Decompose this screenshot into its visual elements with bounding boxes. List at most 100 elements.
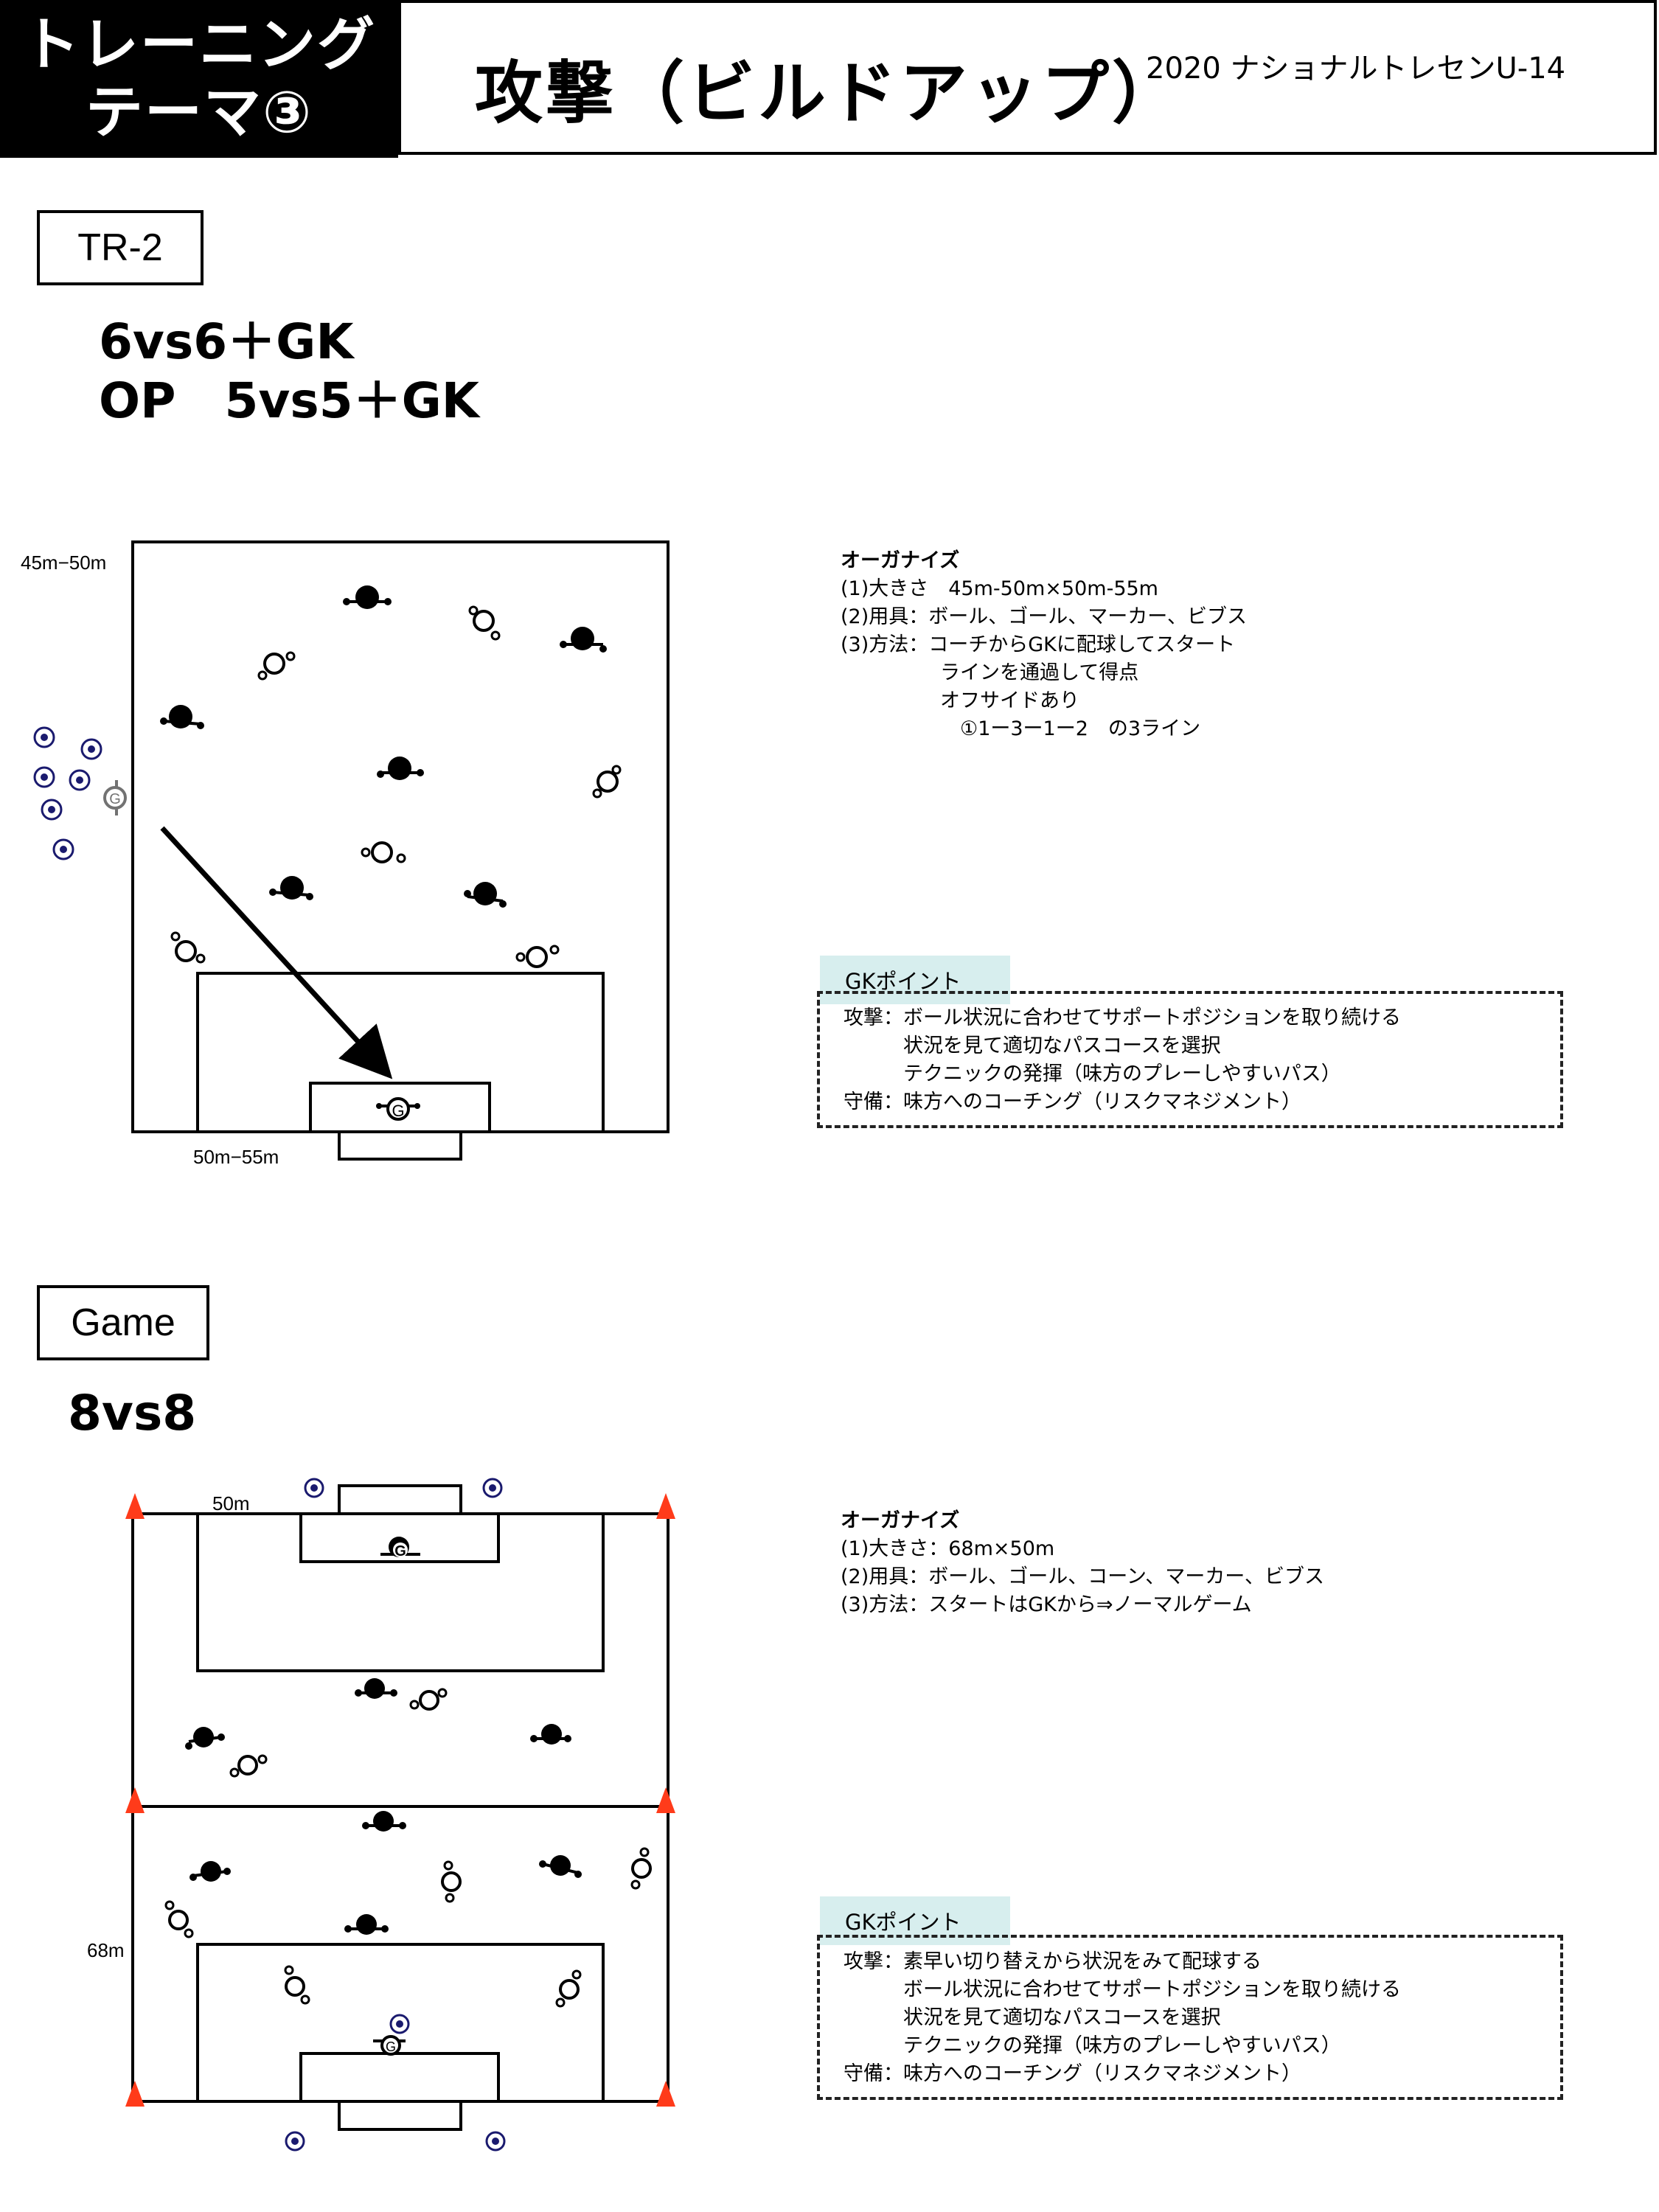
game-heading: 8vs8 <box>68 1385 197 1441</box>
tr2-dark-player <box>377 757 424 780</box>
game-dark-player <box>530 1724 571 1745</box>
ball-icon <box>485 2131 506 2152</box>
tr2-organize-line: ①1ー3ー1ー2 の3ライン <box>841 717 1201 740</box>
tr2-light-player <box>361 841 406 863</box>
tr2-pass-arrow <box>160 826 393 1079</box>
cone-icon <box>125 1787 145 1813</box>
game-organize-line: (1)大きさ：68m×50m <box>841 1537 1055 1560</box>
game-organize-line: (3)方法：スタートはGKから⇒ノーマルゲーム <box>841 1593 1252 1616</box>
tr2-label-box: TR-2 <box>37 210 204 285</box>
game-dark-player <box>189 1861 231 1882</box>
tr2-organize-line: (1)大きさ 45m-50m×50m-55m <box>841 577 1158 600</box>
tr2-goalkeeper-marker: G <box>376 1097 420 1121</box>
page-title: 攻撃（ビルドアップ） <box>475 54 1183 133</box>
game-top-goalkeeper-marker: G <box>380 1537 420 1559</box>
game-light-player <box>284 1965 310 2005</box>
ball-icon <box>285 2131 305 2152</box>
game-gk-point-line: ボール状況に合わせてサポートポジションを取り続ける <box>844 1978 1401 2001</box>
tr2-goal <box>338 1130 462 1161</box>
game-organize-title: オーガナイズ <box>841 1509 960 1532</box>
tr2-label: TR-2 <box>77 226 163 269</box>
tr2-light-player <box>592 765 622 799</box>
game-dark-player <box>355 1678 397 1699</box>
ball-icon <box>389 2014 410 2034</box>
cone-icon <box>656 1493 675 1519</box>
game-bottom-goal <box>338 2100 462 2131</box>
title-box: 攻撃（ビルドアップ） 2020 ナショナルトレセンU-14 <box>398 0 1657 155</box>
game-top-goalkeeper-letter: G <box>394 1543 406 1559</box>
game-field-width-label: 50m <box>212 1492 250 1514</box>
tr2-gk-points-tab: GKポイント <box>820 956 1010 1004</box>
theme-line-2: テーマ③ <box>85 80 313 146</box>
tr2-field-width-label: 50m−55m <box>193 1146 279 1168</box>
game-field-length-label: 68m <box>87 1939 125 1961</box>
ball-icon <box>33 766 55 788</box>
tr2-organize-line: (2)用具：ボール、ゴール、マーカー、ビブス <box>841 605 1247 628</box>
ball-icon <box>304 1478 324 1498</box>
game-light-player <box>409 1688 448 1711</box>
theme-line-1: トレーニング <box>21 12 376 78</box>
cone-icon <box>656 2081 675 2107</box>
game-light-player <box>441 1860 462 1903</box>
tr2-light-player <box>515 945 560 968</box>
tr2-dark-player <box>160 705 204 729</box>
game-organize-line: (2)用具：ボール、ゴール、コーン、マーカー、ビブス <box>841 1565 1325 1588</box>
game-top-goal <box>338 1484 462 1515</box>
page-subtitle: 2020 ナショナルトレセンU-14 <box>1146 52 1566 86</box>
tr2-light-player <box>257 651 296 681</box>
game-gk-points-tab-label: GKポイント <box>845 1910 961 1935</box>
game-bottom-goalkeeper-letter: G <box>386 2039 396 2054</box>
tr2-light-player <box>468 605 501 641</box>
tr2-gk-point-line: 状況を見て適切なパスコースを選択 <box>844 1034 1221 1057</box>
tr2-heading-line-2: OP 5vs5＋GK <box>99 372 479 429</box>
game-bottom-goalkeeper-marker: G <box>373 2035 406 2056</box>
tr2-organize-line: ラインを通過して得点 <box>841 661 1139 684</box>
tr2-organize: オーガナイズ (1)大きさ 45m-50m×50m-55m (2)用具：ボール、… <box>841 547 1247 743</box>
tr2-coach-goalkeeper-letter: G <box>109 791 121 807</box>
tr2-dark-player <box>464 882 507 908</box>
ball-icon <box>52 838 74 860</box>
ball-icon <box>69 769 91 791</box>
ball-icon <box>33 726 55 748</box>
tr2-goalkeeper-letter: G <box>392 1102 404 1120</box>
game-dark-player <box>185 1727 225 1750</box>
tr2-coach-goalkeeper-marker: G <box>103 780 127 815</box>
game-label-box: Game <box>37 1285 209 1360</box>
game-gk-points-box: 攻撃：素早い切り替えから状況をみて配球する ボール状況に合わせてサポートポジショ… <box>817 1935 1563 2100</box>
cone-icon <box>125 2081 145 2107</box>
ball-icon <box>80 738 102 760</box>
tr2-field-length-label: 45m−50m <box>21 552 107 574</box>
game-light-player <box>630 1847 652 1890</box>
game-gk-point-line: 攻撃：素早い切り替えから状況をみて配球する <box>844 1950 1262 1973</box>
tr2-dark-player <box>560 627 607 653</box>
tr2-light-player <box>170 931 206 964</box>
game-light-player <box>229 1754 268 1778</box>
cone-icon <box>656 1787 675 1813</box>
game-gk-point-line: 状況を見て適切なパスコースを選択 <box>844 2006 1221 2029</box>
game-dark-player <box>344 1914 389 1935</box>
tr2-dark-player <box>343 585 392 609</box>
tr2-organize-title: オーガナイズ <box>841 549 960 572</box>
tr2-gk-point-line: テクニックの発揮（味方のプレーしやすいパス） <box>844 1062 1341 1085</box>
game-organize: オーガナイズ (1)大きさ：68m×50m (2)用具：ボール、ゴール、コーン、… <box>841 1507 1324 1619</box>
tr2-gk-points-box: 攻撃：ボール状況に合わせてサポートポジションを取り続ける 状況を見て適切なパスコ… <box>817 991 1563 1128</box>
cone-icon <box>125 1493 145 1519</box>
tr2-organize-line: (3)方法：コーチからGKに配球してスタート <box>841 633 1236 656</box>
game-dark-player <box>539 1855 582 1878</box>
tr2-heading-line-1: 6vs6＋GK <box>99 313 354 370</box>
game-label: Game <box>71 1301 175 1344</box>
game-light-player <box>555 1969 582 2008</box>
game-bottom-goal-area <box>299 2052 500 2103</box>
game-light-player <box>164 1900 194 1938</box>
ball-icon <box>482 1478 503 1498</box>
game-gk-point-line: 守備：味方へのコーチング（リスクマネジメント） <box>844 2062 1301 2085</box>
tr2-organize-line: オフサイドあり <box>841 689 1079 712</box>
tr2-dark-player <box>269 876 313 900</box>
theme-badge: トレーニング テーマ③ <box>0 0 398 158</box>
ball-icon <box>41 799 63 821</box>
game-gk-point-line: テクニックの発揮（味方のプレーしやすいパス） <box>844 2034 1341 2057</box>
game-dark-player <box>362 1811 406 1832</box>
tr2-gk-point-line: 攻撃：ボール状況に合わせてサポートポジションを取り続ける <box>844 1006 1401 1029</box>
